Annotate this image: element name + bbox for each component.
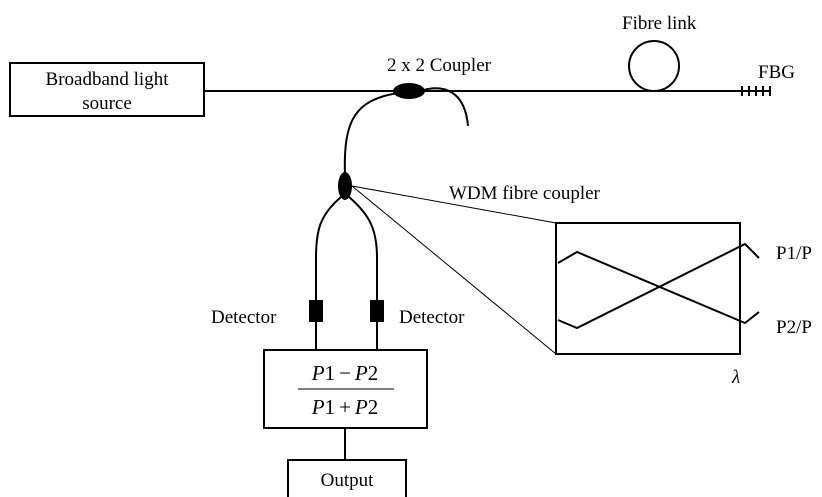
coupler-2x2 [343, 83, 469, 177]
fibre-link-coil [628, 40, 680, 92]
wdm-coupler [338, 172, 352, 200]
detector-left-label: Detector [211, 307, 277, 328]
output-box: Output [287, 459, 407, 497]
output-label: Output [321, 470, 375, 491]
p1-label: P1/P [776, 243, 812, 264]
ratio-processor: P1−P2 P1+P2 [263, 349, 428, 429]
ratio-numerator: P1−P2 [311, 361, 379, 385]
wdm-left-branch [315, 196, 342, 300]
coupler-unused-arm [419, 87, 469, 127]
detector-right [370, 300, 384, 350]
lambda-axis-label: λ [731, 367, 740, 388]
fbg-label: FBG [758, 62, 795, 83]
wdm-right-branch [348, 196, 378, 300]
broadband-light-source: Broadband light source [9, 62, 205, 117]
wdm-label: WDM fibre coupler [449, 183, 601, 204]
fibre-link-label: Fibre link [622, 13, 697, 34]
zoom-line-top [351, 185, 557, 224]
p2-label: P2/P [776, 317, 812, 338]
fbg-grating [741, 86, 771, 96]
wdm-response-graph [555, 222, 760, 355]
ratio-denominator: P1+P2 [311, 395, 379, 419]
detector-left [309, 300, 323, 350]
zoom-line-bottom [351, 185, 557, 355]
coupler-down-arm [343, 92, 399, 177]
p2-curve [557, 242, 760, 330]
source-label-line1: Broadband light [46, 69, 170, 90]
detector-right-label: Detector [399, 307, 465, 328]
p1-curve [557, 250, 760, 325]
coupler-label: 2 x 2 Coupler [387, 55, 492, 76]
source-label-line2: source [82, 93, 132, 114]
